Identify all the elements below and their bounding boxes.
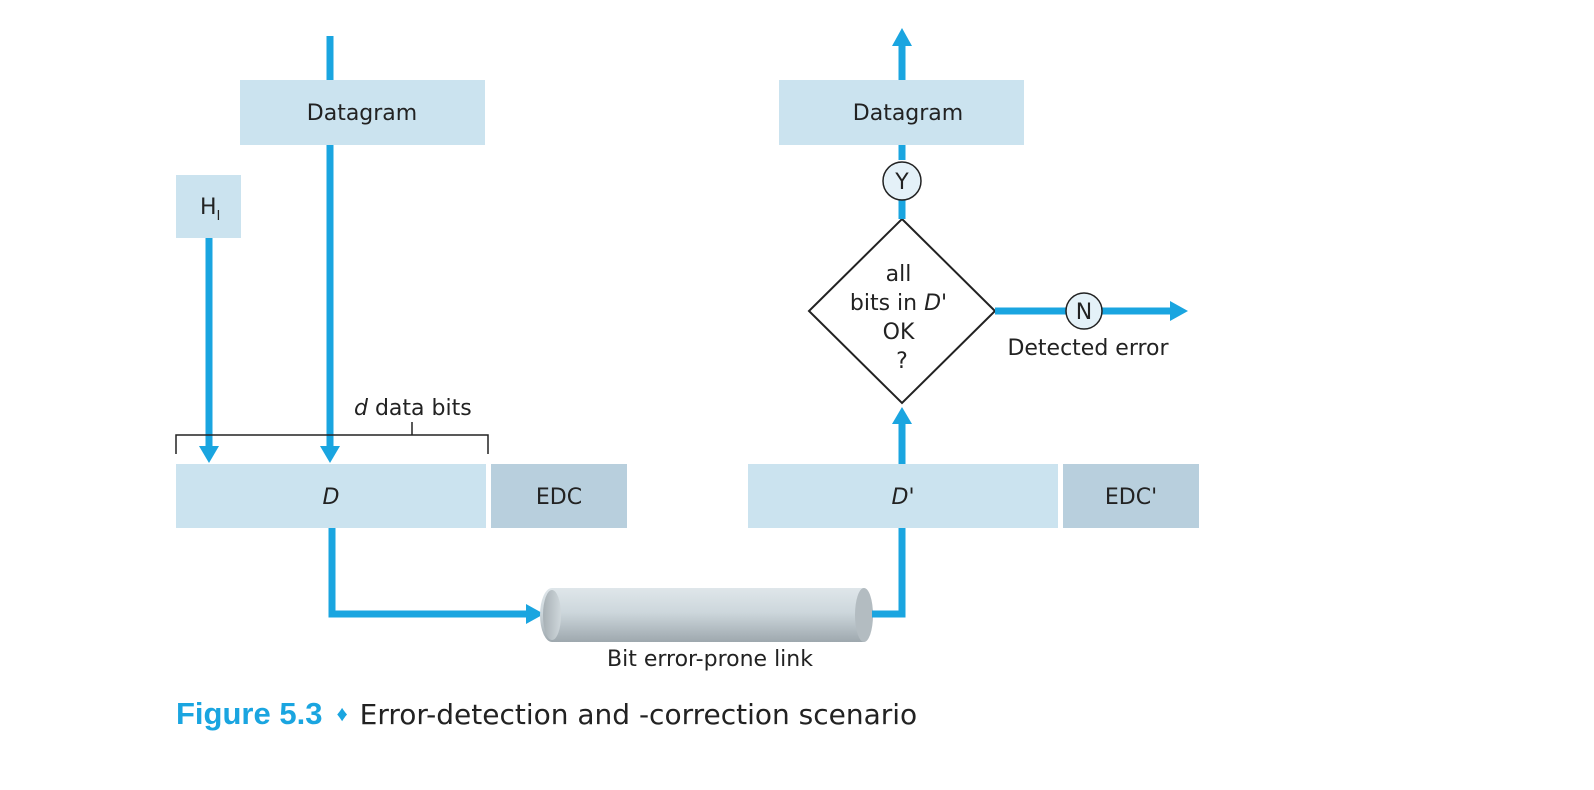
- received-data-up-arrowhead: [892, 407, 912, 424]
- decision-line-3: OK: [883, 320, 915, 345]
- received-data-box: D': [748, 464, 1058, 528]
- svg-text:HI: HI: [200, 195, 220, 224]
- decision-line-1: all: [886, 262, 912, 287]
- header-subscript: I: [217, 209, 221, 224]
- header-box: HI: [176, 175, 241, 238]
- received-edc-label: EDC': [1105, 485, 1157, 510]
- yes-marker: Y: [882, 161, 922, 201]
- data-bits-brace: d data bits: [175, 396, 489, 454]
- figure-number: Figure 5.3: [176, 696, 323, 731]
- error-prone-link-pipe: [540, 588, 873, 642]
- received-data-label: D': [892, 485, 915, 510]
- detected-error-label: Detected error: [1007, 336, 1169, 361]
- svg-text:d data bits: d data bits: [354, 396, 472, 421]
- sender-datagram-box: Datagram: [240, 80, 485, 145]
- brace-label-italic: d: [354, 396, 369, 421]
- sender-to-link-arrowhead: [526, 604, 544, 624]
- decision-diamond: all bits in D' OK ?: [807, 217, 997, 405]
- received-edc-box: EDC': [1063, 464, 1199, 528]
- data-label-D: D: [323, 485, 340, 510]
- sender-datagram-arrowhead: [320, 446, 340, 463]
- brace-label-rest: data bits: [368, 396, 472, 421]
- decision-line-4: ?: [896, 349, 908, 374]
- header-arrowhead: [199, 446, 219, 463]
- no-path-arrowhead: [1170, 301, 1188, 321]
- svg-text:all bits in D' OK: all bits in D' OK ?: [850, 262, 954, 374]
- decision-line-2-prefix: bits in: [850, 291, 924, 316]
- receiver-datagram-label: Datagram: [853, 101, 963, 126]
- data-box-D: D: [176, 464, 486, 528]
- no-label: N: [1076, 300, 1092, 325]
- header-label: H: [200, 195, 217, 220]
- figure-caption: Figure 5.3 ♦ Error-detection and -correcti…: [176, 696, 917, 732]
- edc-box: EDC: [491, 464, 627, 528]
- sender-to-link-path: [328, 528, 528, 618]
- caption-text: Error-detection and -correction scenario: [359, 698, 918, 731]
- caption-separator-icon: ♦: [336, 701, 348, 726]
- no-marker: N: [1065, 292, 1103, 330]
- receiver-datagram-up-arrowhead: [892, 28, 912, 46]
- sender-datagram-label: Datagram: [307, 101, 417, 126]
- link-to-receiver-path: [872, 528, 906, 618]
- decision-line-2-italic: D': [924, 291, 947, 316]
- link-label: Bit error-prone link: [607, 647, 813, 672]
- edc-label: EDC: [536, 485, 582, 510]
- receiver-datagram-box: Datagram: [779, 80, 1024, 145]
- yes-label: Y: [894, 170, 909, 195]
